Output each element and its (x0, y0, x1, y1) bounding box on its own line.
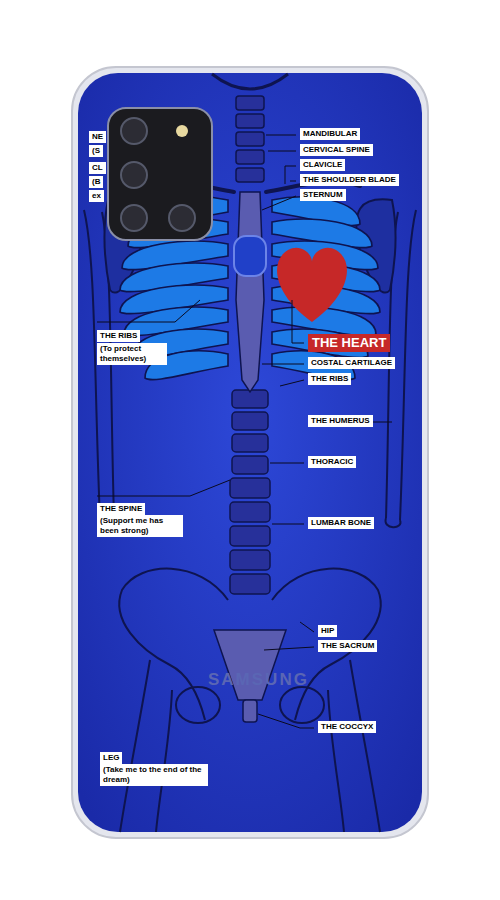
leader-lines-part (268, 151, 296, 152)
mandible (212, 74, 288, 89)
bone-callout: THORACIC (308, 456, 356, 468)
leader-lines-part (272, 524, 304, 525)
bone-callout: THE RIBS (308, 373, 351, 385)
bone-callout: CERVICAL SPINE (300, 144, 373, 156)
spine-part (236, 132, 264, 146)
bone-callout: (Take me to the end of the dream) (100, 764, 208, 786)
arm-bones-part (84, 210, 100, 520)
fragment-label: ex (89, 190, 104, 202)
bone-callout: LEG (100, 752, 122, 764)
leader-lines-part (258, 714, 314, 728)
spine-part (230, 574, 270, 594)
pelvis-part (350, 660, 380, 832)
bone-callout: THE SHOULDER BLADE (300, 174, 399, 186)
spine-part (236, 114, 264, 128)
leader-lines-part (290, 181, 296, 182)
brand-watermark: SAMSUNG (208, 670, 309, 690)
camera-module-part (121, 205, 147, 231)
spine (230, 96, 270, 594)
leader-lines-part (300, 622, 314, 632)
leader-lines-part (270, 463, 304, 464)
fragment-label: CL (89, 162, 106, 174)
case-body-part (72, 67, 428, 838)
case-body (72, 67, 428, 838)
leader-lines-part (266, 135, 296, 136)
bone-callout: (Support me has been strong) (97, 515, 183, 537)
bone-callout: HIP (318, 625, 337, 637)
leader-lines-part (285, 166, 296, 184)
leader-lines-part (262, 196, 296, 210)
pelvis-part (120, 660, 150, 832)
leader-lines-part (97, 480, 230, 496)
bone-callout: THE SACRUM (318, 640, 377, 652)
spine-part (232, 434, 268, 452)
spine-part (236, 96, 264, 110)
camera-module-part (176, 125, 188, 137)
pelvis-part (280, 687, 324, 723)
leader-lines-part (262, 364, 304, 365)
leader-lines-part (97, 300, 200, 322)
bone-callout: (To protect themselves) (97, 343, 167, 365)
heart-shape-part (277, 248, 347, 322)
bone-callout: THE SPINE (97, 503, 145, 515)
fragment-label: NE (89, 131, 106, 143)
pelvis (119, 569, 380, 832)
fingerprint-sensor-part (234, 236, 266, 276)
spine-part (230, 478, 270, 498)
spine-part (230, 502, 270, 522)
pelvis-part (272, 569, 381, 720)
bone-callout: THE COCCYX (318, 721, 376, 733)
pelvis-part (328, 690, 344, 832)
bone-callout: COSTAL CARTILAGE (308, 357, 395, 369)
spine-part (230, 526, 270, 546)
camera-module-part (121, 162, 147, 188)
spine-part (232, 412, 268, 430)
leader-lines-part (264, 647, 314, 650)
fragment-label: (B (89, 176, 103, 188)
camera-module-part (121, 118, 147, 144)
spine-part (232, 456, 268, 474)
sternum (236, 192, 264, 392)
sacrum-part (243, 700, 257, 722)
arm-bones-part (400, 210, 416, 520)
spine-part (236, 150, 264, 164)
bone-callout: MANDIBULAR (300, 128, 360, 140)
bone-callout: CLAVICLE (300, 159, 345, 171)
bone-callout: THE HUMERUS (308, 415, 373, 427)
bone-callout: LUMBAR BONE (308, 517, 374, 529)
camera-module-part (108, 108, 212, 240)
leader-lines (97, 135, 392, 728)
bone-callout: STERNUM (300, 189, 346, 201)
mandible-part (212, 74, 288, 89)
sternum-part (236, 192, 264, 392)
spine-part (236, 168, 264, 182)
pelvis-part (119, 569, 228, 720)
leader-lines-part (280, 380, 304, 386)
fragment-label: (S (89, 145, 103, 157)
camera-module (108, 108, 212, 240)
leader-lines-part (292, 300, 304, 343)
bone-callout: THE RIBS (97, 330, 140, 342)
case-body-part (78, 73, 422, 832)
sacrum-part (214, 630, 286, 700)
arm-bones-part (386, 518, 401, 527)
fingerprint-sensor (234, 236, 266, 276)
pelvis-part (156, 690, 172, 832)
spine-part (230, 550, 270, 570)
highlight-callout: THE HEART (308, 334, 390, 352)
heart-shape (277, 248, 347, 322)
pelvis-part (176, 687, 220, 723)
camera-module-part (169, 205, 195, 231)
